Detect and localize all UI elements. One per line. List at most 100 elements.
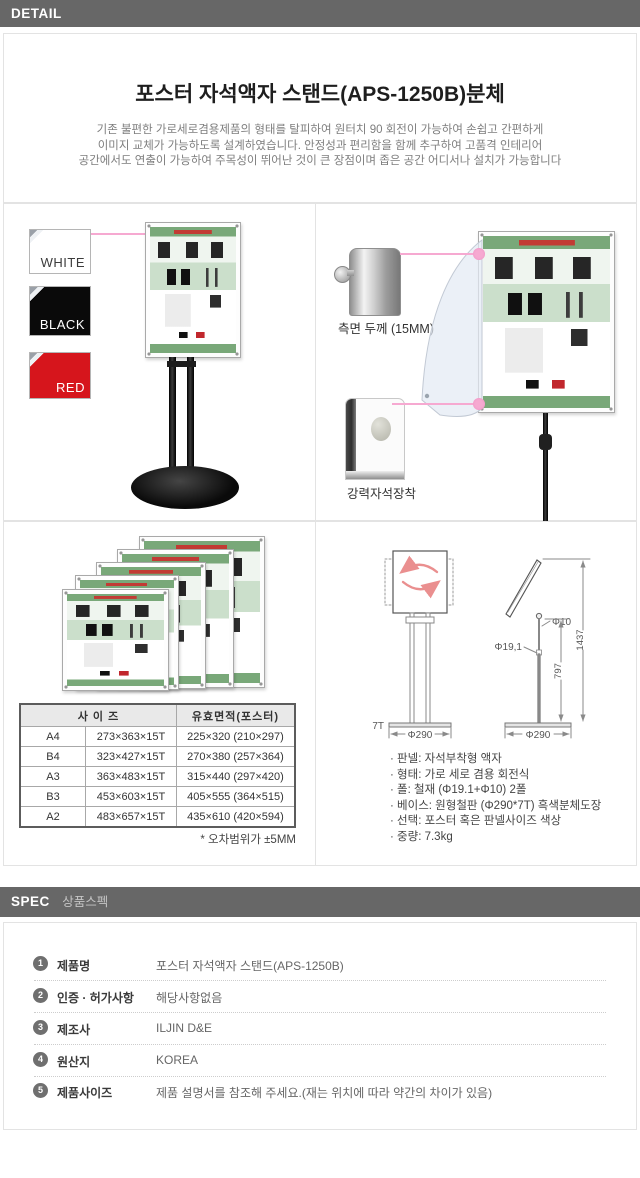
size-chart-cell: 사 이 즈 유효면적(포스터) A4 273×363×15T 225×320 (… bbox=[3, 521, 316, 866]
spec-row-label: 원산지 bbox=[57, 1055, 91, 1069]
spec-row: 3 제조사 ILJIN D&E bbox=[4, 1020, 636, 1037]
poster-artwork bbox=[67, 594, 164, 686]
spec-row-divider bbox=[34, 1076, 606, 1077]
connector-dot bbox=[473, 398, 485, 410]
color-swatch-label: BLACK bbox=[39, 317, 85, 332]
stand-crossbar bbox=[167, 361, 196, 367]
color-swatch-white: WHITE bbox=[29, 229, 91, 274]
size-row: B3 453×603×15T 405×555 (364×515) bbox=[19, 786, 296, 807]
pole-adjuster bbox=[539, 434, 552, 450]
feature-item: 베이스: 원형철판 (Φ290*7T) 흑색분체도장 bbox=[390, 799, 601, 815]
panel-trim bbox=[346, 471, 404, 479]
stand-base bbox=[131, 466, 239, 509]
poster-frame-large bbox=[478, 231, 615, 413]
size-dims: 453×603×15T bbox=[85, 786, 177, 807]
size-name: A3 bbox=[19, 766, 86, 787]
spec-panel: 1 제품명 포스터 자석액자 스탠드(APS-1250B) 2 인증 · 허가사… bbox=[3, 922, 637, 1130]
side-thickness-photo bbox=[349, 248, 401, 316]
dimension-drawing: 7T Φ290 Φ10 Φ19,1 bbox=[372, 550, 591, 741]
adjust-knob-stem bbox=[347, 270, 354, 276]
size-area: 270×380 (257×364) bbox=[176, 746, 296, 767]
spec-row-label: 제조사 bbox=[57, 1023, 91, 1037]
spec-row-number: 2 bbox=[33, 988, 48, 1003]
spec-row-label: 제품명 bbox=[57, 959, 91, 973]
color-swatch-black: BLACK bbox=[29, 286, 91, 336]
connector-line bbox=[91, 233, 153, 235]
stacked-frame-a4 bbox=[62, 589, 169, 691]
color-options-cell: WHITE BLACK RED bbox=[3, 203, 316, 521]
spec-bar: SPEC 상품스펙 bbox=[0, 887, 640, 917]
product-description-line: 기존 불편한 가로세로겸용제품의 형태를 탈피하여 원터치 90 회전이 가능하… bbox=[96, 124, 544, 136]
spec-row-number: 4 bbox=[33, 1052, 48, 1067]
rotation-arrow-icon bbox=[401, 580, 441, 599]
front-view-drawing: 7T Φ290 bbox=[372, 550, 454, 741]
size-area: 225×320 (210×297) bbox=[176, 726, 296, 747]
dim-label-pole-bottom: Φ19,1 bbox=[495, 642, 523, 653]
poster-artwork bbox=[483, 236, 610, 408]
spec-row-number: 1 bbox=[33, 956, 48, 971]
dim-label-pole-height: 797 bbox=[553, 663, 564, 679]
spec-row: 2 인증 · 허가사항 해당사항없음 bbox=[4, 988, 636, 1005]
product-description-line: 공간에서도 연출이 가능하여 주목성이 뛰어난 것이 큰 장점이며 좁은 공간 … bbox=[78, 155, 562, 167]
size-name: A2 bbox=[19, 806, 86, 828]
product-description-line: 이미지 교체가 가능하도록 설계하였습니다. 안정성과 편리함을 함께 추구하여… bbox=[97, 139, 543, 152]
size-row: A3 363×483×15T 315×440 (297×420) bbox=[19, 766, 296, 787]
connector-line bbox=[392, 403, 476, 405]
spec-row-value: KOREA bbox=[156, 1053, 199, 1067]
size-row: A2 483×657×15T 435×610 (420×594) bbox=[19, 806, 296, 828]
feature-item: 판넬: 자석부착형 액자 bbox=[390, 752, 601, 768]
connector-dot bbox=[473, 248, 485, 260]
spec-row-value: 해당사항없음 bbox=[156, 991, 223, 1005]
spec-row-divider bbox=[34, 1044, 606, 1045]
connector-line bbox=[400, 253, 476, 255]
size-dims: 323×427×15T bbox=[85, 746, 177, 767]
dim-label-base-diameter-front: Φ290 bbox=[408, 730, 433, 741]
feature-item: 중량: 7.3kg bbox=[390, 830, 601, 846]
size-dims: 273×363×15T bbox=[85, 726, 177, 747]
size-name: B4 bbox=[19, 746, 86, 767]
size-table: 사 이 즈 유효면적(포스터) A4 273×363×15T 225×320 (… bbox=[19, 703, 296, 828]
spec-bar-label-en: SPEC bbox=[11, 894, 50, 909]
spec-row: 4 원산지 KOREA bbox=[4, 1052, 636, 1069]
detail-bar-label: DETAIL bbox=[11, 6, 62, 21]
spec-row-value: 제품 설명서를 참조해 주세요.(재는 위치에 따라 약간의 차이가 있음) bbox=[156, 1086, 493, 1100]
dim-label-total-height: 1437 bbox=[575, 629, 586, 650]
side-thickness-caption: 측면 두께 (15MM) bbox=[338, 322, 435, 336]
spec-row-number: 3 bbox=[33, 1020, 48, 1035]
size-footnote: * 오차범위가 ±5MM bbox=[200, 834, 296, 846]
spec-row-value: ILJIN D&E bbox=[156, 1021, 213, 1035]
dim-label-base-thickness: 7T bbox=[372, 721, 384, 732]
color-swatch-red: RED bbox=[29, 352, 91, 399]
spec-row-number: 5 bbox=[33, 1083, 48, 1098]
size-area: 405×555 (364×515) bbox=[176, 786, 296, 807]
magnet-photo bbox=[345, 398, 405, 480]
feature-item: 폴: 철재 (Φ19.1+Φ10) 2폴 bbox=[390, 783, 601, 799]
spec-row-label: 제품사이즈 bbox=[57, 1086, 113, 1100]
dim-label-base-diameter-side: Φ290 bbox=[526, 730, 551, 741]
stand-pole bbox=[543, 413, 548, 522]
poster-artwork bbox=[150, 227, 236, 353]
color-swatch-label: WHITE bbox=[40, 255, 85, 270]
product-title: 포스터 자석액자 스탠드(APS-1250B)분체 bbox=[135, 83, 505, 106]
dimension-cell: 7T Φ290 Φ10 Φ19,1 bbox=[315, 521, 637, 866]
size-row: A4 273×363×15T 225×320 (210×297) bbox=[19, 726, 296, 747]
product-description: 기존 불편한 가로세로겸용제품의 형태를 탈피하여 원터치 90 회전이 가능하… bbox=[4, 123, 636, 170]
spec-row: 1 제품명 포스터 자석액자 스탠드(APS-1250B) bbox=[4, 956, 636, 973]
poster-frame bbox=[145, 222, 241, 358]
size-dims: 483×657×15T bbox=[85, 806, 177, 828]
size-area: 315×440 (297×420) bbox=[176, 766, 296, 787]
magnet-caption: 강력자석장착 bbox=[347, 487, 417, 501]
stand-pole bbox=[187, 357, 194, 473]
spec-row-divider bbox=[34, 1012, 606, 1013]
intro-panel: 포스터 자석액자 스탠드(APS-1250B)분체 기존 불편한 가로세로겸용제… bbox=[3, 33, 637, 203]
spec-row-divider bbox=[34, 980, 606, 981]
spec-row: 5 제품사이즈 제품 설명서를 참조해 주세요.(재는 위치에 따라 약간의 차… bbox=[4, 1083, 636, 1100]
size-dims: 363×483×15T bbox=[85, 766, 177, 787]
feature-item: 형태: 가로 세로 겸용 회전식 bbox=[390, 768, 601, 784]
cover-screw-icon bbox=[424, 393, 430, 399]
magnet-circle-icon bbox=[371, 417, 391, 441]
size-table-header: 유효면적(포스터) bbox=[176, 703, 296, 727]
size-table-header-row: 사 이 즈 유효면적(포스터) bbox=[19, 703, 296, 727]
size-table-header: 사 이 즈 bbox=[19, 703, 177, 727]
